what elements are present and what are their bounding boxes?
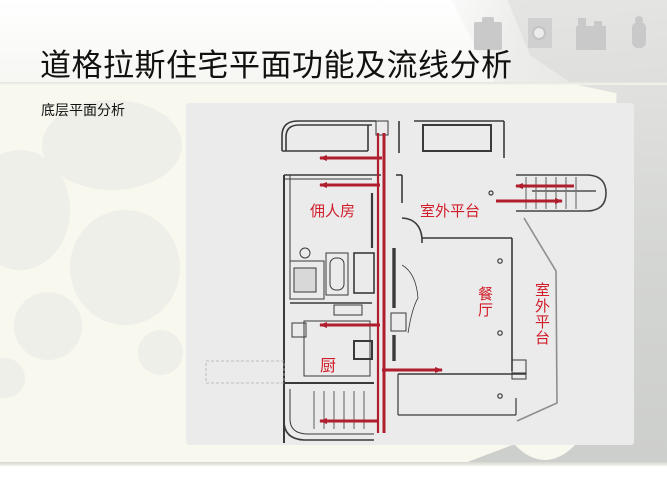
background-bubble <box>138 330 183 375</box>
band-bottom-line <box>0 462 667 466</box>
person-icon-head <box>635 16 643 24</box>
band-top-line <box>0 82 667 85</box>
building-icon-towers <box>594 21 602 29</box>
background-bubble <box>70 210 180 325</box>
person-icon <box>632 22 646 48</box>
speaker-cone <box>532 26 546 40</box>
background-bubble <box>42 100 182 190</box>
room-label-dining: 餐厅 <box>476 286 494 318</box>
camera-icon <box>474 22 502 50</box>
room-label-outdoor-terrace-east: 室外平台 <box>533 282 551 346</box>
room-label-outdoor-terrace-north: 室外平台 <box>420 202 481 220</box>
header-icons <box>470 14 667 54</box>
background-bubble <box>14 292 82 360</box>
building-icon-towers <box>578 18 586 28</box>
page-title: 道格拉斯住宅平面功能及流线分析 <box>40 48 513 84</box>
floor-plan-drawing <box>205 120 607 443</box>
floor-plan-panel <box>186 103 634 445</box>
camera-icon-top <box>482 17 494 23</box>
building-icon <box>576 26 606 50</box>
room-label-servant: 佣人房 <box>310 202 356 220</box>
room-label-kitchen: 厨 <box>320 356 337 375</box>
section-subtitle: 底层平面分析 <box>41 103 125 119</box>
